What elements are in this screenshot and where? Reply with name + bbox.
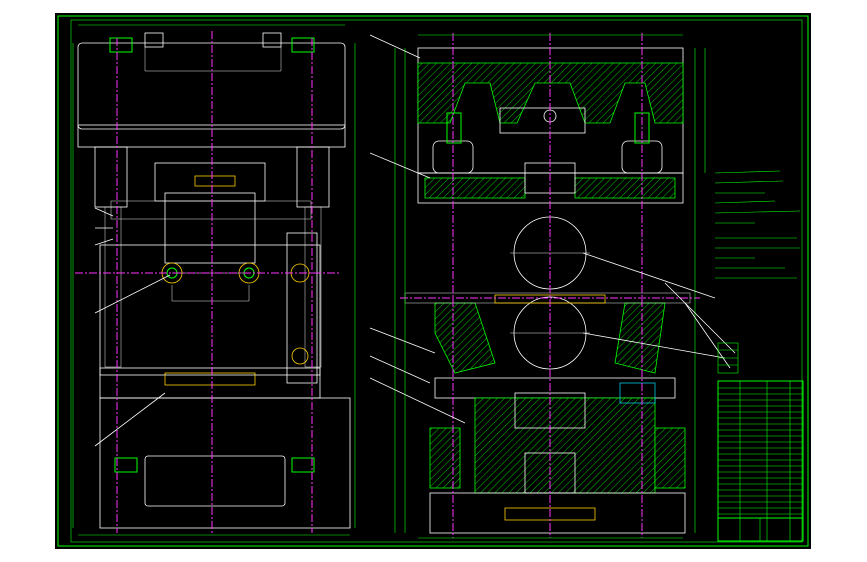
front-view	[72, 24, 356, 536]
sheet-border	[57, 15, 809, 547]
section-view	[369, 33, 736, 539]
base-block	[99, 397, 351, 529]
title-block	[717, 517, 804, 542]
drawing-sheet	[55, 13, 811, 549]
technical-notes	[714, 170, 801, 279]
drawing-svg	[57, 15, 809, 547]
inner-border	[70, 19, 803, 543]
frame-body	[99, 244, 321, 376]
crown-section-hatch	[417, 62, 684, 124]
base-section-hatch	[474, 397, 656, 494]
parts-list-table	[717, 380, 804, 542]
item-balloons	[717, 342, 739, 374]
